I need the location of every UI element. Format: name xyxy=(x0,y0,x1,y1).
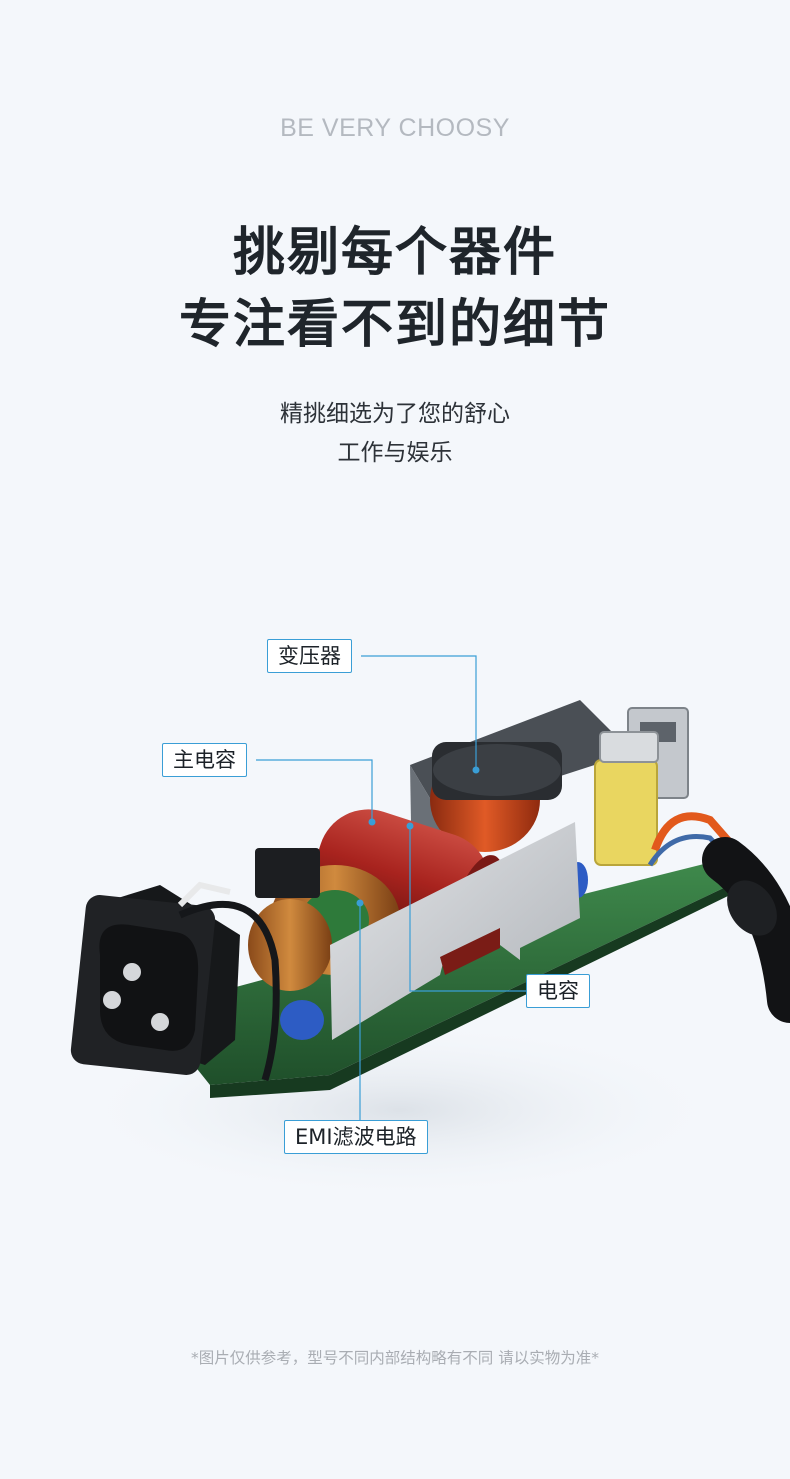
black-relay xyxy=(255,848,320,898)
dot-transformer xyxy=(472,766,480,774)
eyebrow-text: BE VERY CHOOSY xyxy=(280,114,510,142)
white-wire xyxy=(177,881,231,908)
shield-plate-window xyxy=(440,928,500,975)
subtitle-line-2: 工作与娱乐 xyxy=(337,440,453,466)
headline-line-2: 专注看不到的细节 xyxy=(178,295,611,355)
inlet-pin-2 xyxy=(103,991,121,1009)
leader-capacitor xyxy=(409,826,526,992)
headline-line-1: 挑剔每个器件 xyxy=(232,223,557,283)
blue-y-capacitor xyxy=(280,1000,324,1040)
label-emi-filter: EMI滤波电路 xyxy=(284,1120,428,1154)
leader-transformer xyxy=(361,655,477,770)
label-transformer: 变压器 xyxy=(267,639,352,673)
emi-coil-2 xyxy=(248,899,332,991)
label-capacitor: 电容 xyxy=(526,974,590,1008)
leader-main-capacitor xyxy=(256,759,373,822)
shield-plate xyxy=(330,822,580,1040)
yellow-capacitor xyxy=(594,759,658,866)
inlet-pin-3 xyxy=(151,1013,169,1031)
subtitle-line-1: 精挑细选为了您的舒心 xyxy=(280,401,510,427)
dc-cable-orange xyxy=(651,812,749,863)
power-adapter-internals-illustration xyxy=(70,655,790,1200)
disclaimer-note: *图片仅供参考，型号不同内部结构略有不同 请以实物为准* xyxy=(191,1349,599,1367)
dc-cable-end xyxy=(727,880,777,936)
transformer-core-top xyxy=(433,744,561,796)
ac-inlet-socket xyxy=(99,924,199,1051)
inlet-wire xyxy=(178,900,280,1082)
dot-capacitor xyxy=(406,822,414,830)
dot-emi xyxy=(356,899,364,907)
metal-clip xyxy=(599,731,659,763)
callout-lines xyxy=(256,655,526,1120)
inlet-pin-1 xyxy=(123,963,141,981)
dc-cable-blue xyxy=(647,834,742,872)
dot-main-capacitor xyxy=(368,818,376,826)
label-main-capacitor: 主电容 xyxy=(162,743,247,777)
callout-dots xyxy=(356,766,480,907)
